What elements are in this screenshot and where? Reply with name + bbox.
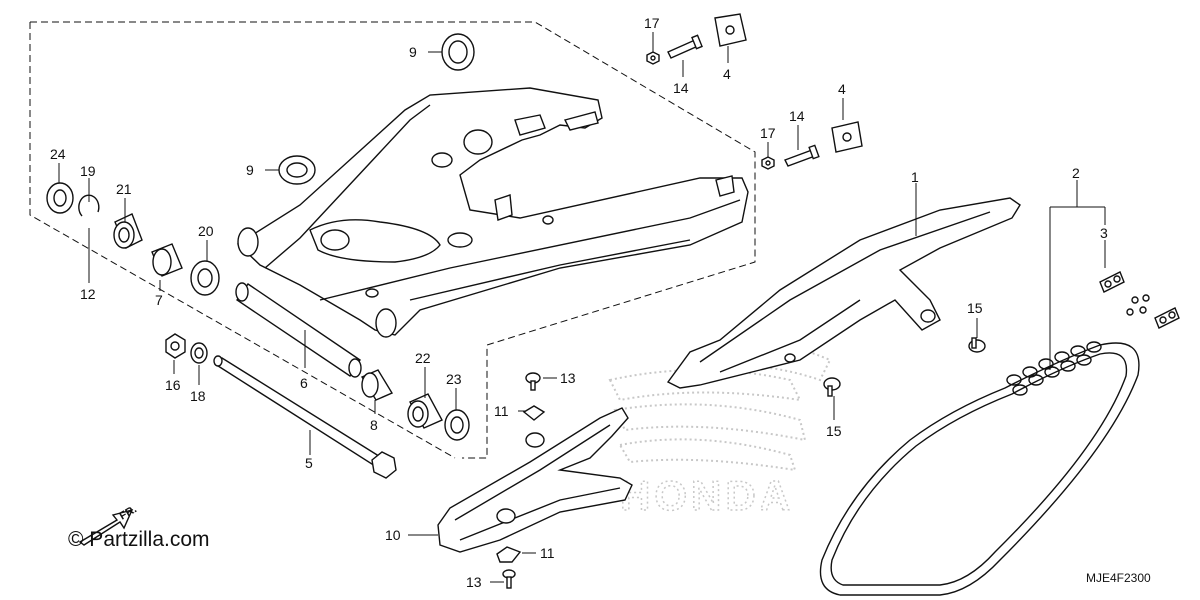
label-13-lower: 13 (466, 574, 482, 590)
label-6: 6 (300, 375, 308, 391)
label-19: 19 (80, 163, 96, 179)
label-14-top: 14 (673, 80, 689, 96)
screw-13-lower (502, 569, 516, 589)
bearing-22 (407, 393, 443, 429)
label-9-left: 9 (246, 162, 254, 178)
label-14-lower: 14 (789, 108, 805, 124)
drive-chain-2 (819, 341, 1140, 596)
diagram-code: MJE4F2300 (1086, 571, 1151, 585)
bearing-21 (113, 213, 143, 249)
part-labels: 1 2 3 4 4 5 6 7 8 9 9 10 11 11 12 13 13 … (50, 15, 1108, 590)
label-7: 7 (155, 292, 163, 308)
label-20-21: 21 (116, 181, 132, 197)
label-15-left: 15 (826, 423, 842, 439)
label-23: 23 (446, 371, 462, 387)
pivot-collar-6 (235, 282, 362, 378)
bolt-15-left (823, 377, 841, 397)
label-9-top: 9 (409, 44, 417, 60)
label-12: 12 (80, 286, 96, 302)
chain-links (1006, 341, 1102, 396)
grommet-9-top (441, 33, 475, 71)
label-1: 1 (911, 169, 919, 185)
label-11-lower: 11 (540, 545, 555, 561)
dust-seal-24 (46, 182, 74, 214)
label-2: 2 (1072, 165, 1080, 181)
adjuster-bolt-14-lower (784, 144, 820, 167)
label-11-top: 11 (494, 403, 509, 419)
bearing-20 (190, 260, 220, 296)
master-link-3 (1099, 271, 1180, 329)
label-15-right: 15 (967, 300, 983, 316)
copyright-text: © Partzilla.com (68, 528, 210, 551)
nut-11-top (522, 405, 546, 421)
collar-7 (151, 243, 183, 277)
label-22: 22 (415, 350, 431, 366)
screw-13-top (525, 372, 541, 391)
label-17-top: 17 (644, 15, 660, 31)
label-3: 3 (1100, 225, 1108, 241)
label-24: 24 (50, 146, 66, 162)
chain-adjuster-4-lower (831, 121, 863, 153)
adjuster-bolt-14-top (667, 34, 703, 59)
dust-seal-23 (444, 409, 470, 441)
pivot-bolt-5 (213, 355, 397, 479)
honda-watermark-text: HONDA (620, 472, 794, 519)
collar-8 (360, 369, 394, 401)
label-10: 10 (385, 527, 401, 543)
assembly-outline (29, 21, 756, 459)
grommet-9-left (278, 155, 316, 185)
label-18: 18 (190, 388, 206, 404)
chain-adjuster-4-top (714, 13, 747, 47)
nut-11-lower (496, 546, 522, 563)
leader-lines (58, 32, 1106, 583)
label-17-lower: 17 (760, 125, 776, 141)
nut-17-lower (761, 156, 775, 170)
label-8: 8 (370, 417, 378, 433)
nut-16 (165, 333, 186, 359)
label-16: 16 (165, 377, 181, 393)
label-20: 20 (198, 223, 214, 239)
washer-18 (190, 342, 208, 364)
label-13-top: 13 (560, 370, 576, 386)
circlip-19 (78, 194, 100, 217)
fr-label: FR. (118, 503, 139, 522)
nut-17-top (646, 51, 660, 65)
label-4-top: 4 (723, 66, 731, 82)
chain-slider-10 (437, 407, 633, 553)
label-4-lower: 4 (838, 81, 846, 97)
chain-case-1 (666, 197, 1021, 389)
label-5: 5 (305, 455, 313, 471)
bolt-15-right (968, 337, 986, 353)
swingarm (236, 87, 749, 338)
